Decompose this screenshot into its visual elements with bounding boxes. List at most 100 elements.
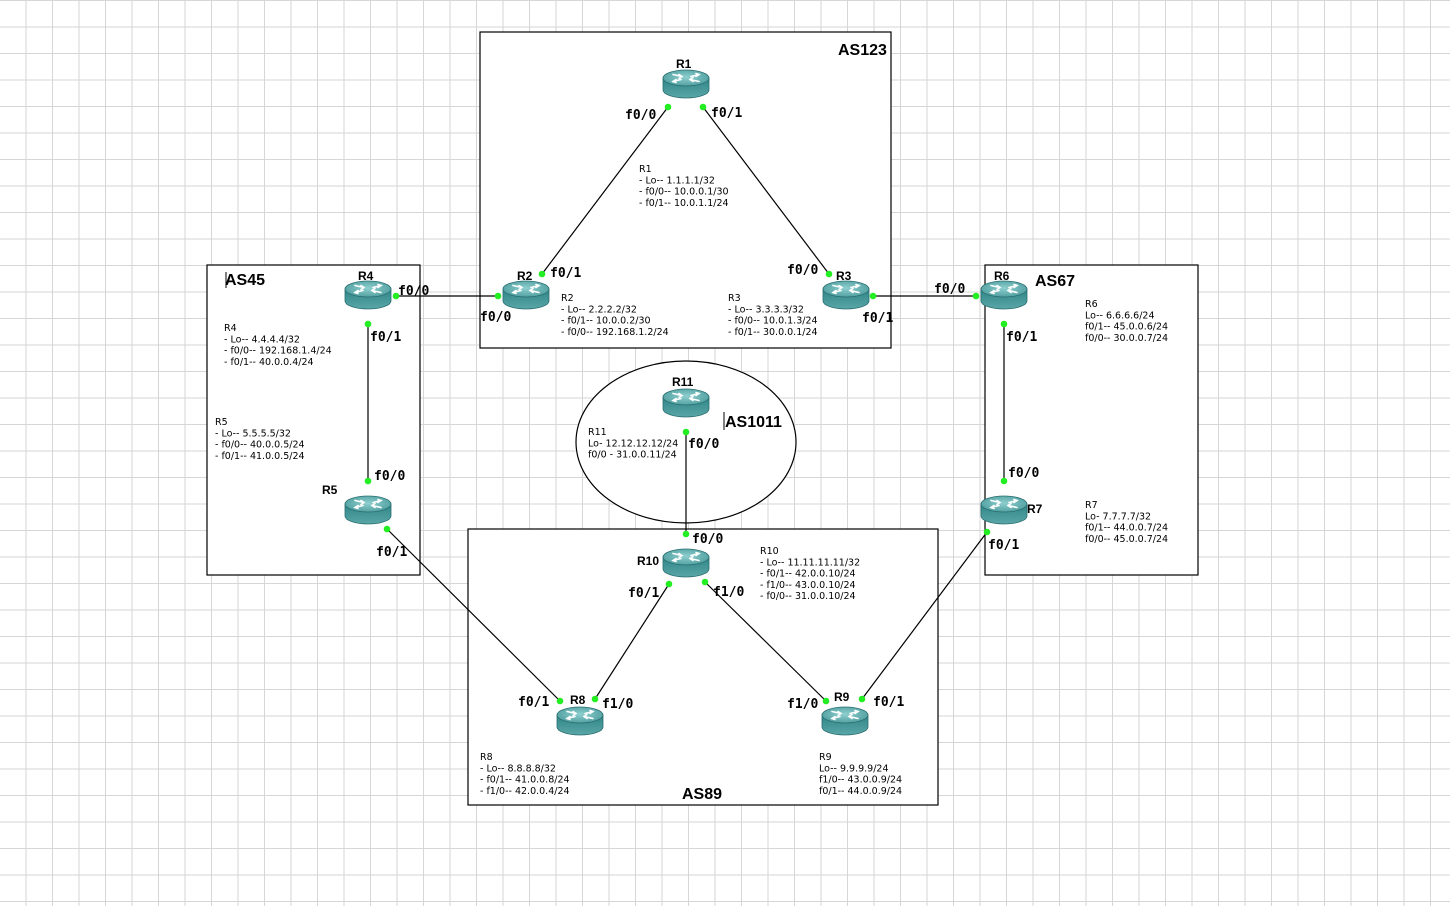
port-dot <box>701 578 709 586</box>
router-icon <box>662 388 710 418</box>
router-r2[interactable] <box>502 280 550 310</box>
port-dot <box>699 103 707 111</box>
port-dot <box>825 270 833 278</box>
port-dot <box>591 695 599 703</box>
config-line: R10 <box>760 546 779 557</box>
config-line: f0/1-- 44.0.0.9/24 <box>819 786 902 797</box>
config-note-r5: R5 - Lo-- 5.5.5.5/32 - f0/0-- 40.0.0.5/2… <box>215 417 308 462</box>
config-line: f1/0-- 43.0.0.9/24 <box>819 775 902 786</box>
iface-label: f0/0 <box>787 263 818 278</box>
config-line: - f0/0-- 10.0.0.1/30 <box>639 187 729 198</box>
port-dot <box>556 697 564 705</box>
router-label-r8: R8 <box>570 693 586 707</box>
port-dot <box>665 580 673 588</box>
router-icon <box>502 280 550 310</box>
iface-label: f0/1 <box>862 311 893 326</box>
config-line: - f0/0-- 192.168.1.4/24 <box>224 346 332 357</box>
config-note-r2: R2 - Lo-- 2.2.2.2/32 - f0/1-- 10.0.0.2/3… <box>561 293 669 338</box>
port-dot <box>869 292 877 300</box>
router-r9[interactable] <box>821 706 869 736</box>
link-r10-r9 <box>704 581 827 702</box>
router-r5[interactable] <box>344 495 392 525</box>
config-line: - f0/1-- 41.0.0.5/24 <box>215 451 305 462</box>
iface-label: f0/1 <box>873 695 904 710</box>
iface-label: f0/1 <box>376 545 407 560</box>
port-dot <box>538 270 546 278</box>
port-dot <box>822 697 830 705</box>
link-r1-r3 <box>702 106 830 275</box>
config-line: R2 <box>561 293 574 304</box>
config-note-r1: R1 - Lo-- 1.1.1.1/32 - f0/0-- 10.0.0.1/3… <box>639 164 732 209</box>
link-r10-r8 <box>594 583 670 700</box>
links <box>367 106 1005 702</box>
iface-label: f0/1 <box>628 586 659 601</box>
iface-label: f1/0 <box>713 585 744 600</box>
config-note-r6: R6 Lo-- 6.6.6.6/24 f0/1-- 45.0.0.6/24 f0… <box>1085 299 1171 344</box>
as89-boundary <box>467 528 939 806</box>
link-r7-r9 <box>861 531 988 700</box>
config-line: - f0/0-- 192.168.1.2/24 <box>561 327 669 338</box>
config-line: - f0/0-- 10.0.1.3/24 <box>728 316 818 327</box>
iface-label: f0/1 <box>1006 330 1037 345</box>
config-line: R11 <box>588 427 607 438</box>
router-icon <box>662 548 710 578</box>
config-line: Lo-- 6.6.6.6/24 <box>1085 310 1155 321</box>
config-line: Lo- 7.7.7.7/32 <box>1085 511 1151 522</box>
config-note-r9: R9 Lo-- 9.9.9.9/24 f1/0-- 43.0.0.9/24 f0… <box>819 752 905 797</box>
config-line: f0/0-- 30.0.0.7/24 <box>1085 333 1168 344</box>
router-r6[interactable] <box>980 280 1028 310</box>
iface-label: f0/0 <box>480 310 511 325</box>
router-r4[interactable] <box>344 280 392 310</box>
config-line: - f0/1-- 42.0.0.10/24 <box>760 569 856 580</box>
router-label-r10: R10 <box>637 554 659 568</box>
config-line: f0/0 - 31.0.0.11/24 <box>588 450 677 461</box>
port-dot <box>682 530 690 538</box>
router-icon <box>821 706 869 736</box>
config-line: Lo-- 9.9.9.9/24 <box>819 763 889 774</box>
config-line: - f0/1-- 41.0.0.8/24 <box>480 775 570 786</box>
router-r3[interactable] <box>822 280 870 310</box>
port-dot <box>364 320 372 328</box>
port-dot <box>664 103 672 111</box>
router-label-r4: R4 <box>358 269 374 283</box>
router-label-r3: R3 <box>836 269 852 283</box>
iface-label: f0/0 <box>692 532 723 547</box>
link-r5-r8 <box>386 528 561 702</box>
router-r11[interactable] <box>662 388 710 418</box>
port-dot <box>1000 477 1008 485</box>
config-line: - Lo-- 1.1.1.1/32 <box>639 175 715 186</box>
router-icon <box>822 280 870 310</box>
as1011-label: AS1011 <box>725 414 782 431</box>
iface-label: f0/1 <box>711 106 742 121</box>
config-line: R3 <box>728 293 741 304</box>
port-dots <box>364 103 1008 705</box>
port-dot <box>383 525 391 533</box>
router-r8[interactable] <box>556 706 604 736</box>
router-r7[interactable] <box>980 495 1028 525</box>
config-note-r3: R3 - Lo-- 3.3.3.3/32 - f0/0-- 10.0.1.3/2… <box>728 293 821 338</box>
config-line: f0/0-- 45.0.0.7/24 <box>1085 534 1168 545</box>
config-line: - f0/0-- 40.0.0.5/24 <box>215 440 305 451</box>
router-r1[interactable] <box>662 69 710 99</box>
config-note-r7: R7 Lo- 7.7.7.7/32 f0/1-- 44.0.0.7/24 f0/… <box>1085 500 1171 545</box>
iface-label: f0/0 <box>688 437 719 452</box>
iface-label: f0/1 <box>988 538 1019 553</box>
config-line: - f1/0-- 43.0.0.10/24 <box>760 580 856 591</box>
port-dot <box>682 428 690 436</box>
router-icon <box>556 706 604 736</box>
config-line: - Lo-- 2.2.2.2/32 <box>561 304 637 315</box>
port-dot <box>1000 320 1008 328</box>
config-line: R9 <box>819 752 832 763</box>
iface-label: f0/1 <box>518 695 549 710</box>
router-label-r9: R9 <box>834 690 850 704</box>
config-line: R1 <box>639 164 652 175</box>
config-line: - Lo-- 3.3.3.3/32 <box>728 304 804 315</box>
router-icon <box>980 280 1028 310</box>
iface-label: f0/0 <box>374 469 405 484</box>
config-line: - f0/1-- 40.0.0.4/24 <box>224 357 314 368</box>
config-note-r11: R11 Lo- 12.12.12.12/24 f0/0 - 31.0.0.11/… <box>588 427 681 461</box>
router-r10[interactable] <box>662 548 710 578</box>
router-label-r5: R5 <box>322 483 338 497</box>
port-dot <box>983 528 991 536</box>
port-dot <box>494 292 502 300</box>
